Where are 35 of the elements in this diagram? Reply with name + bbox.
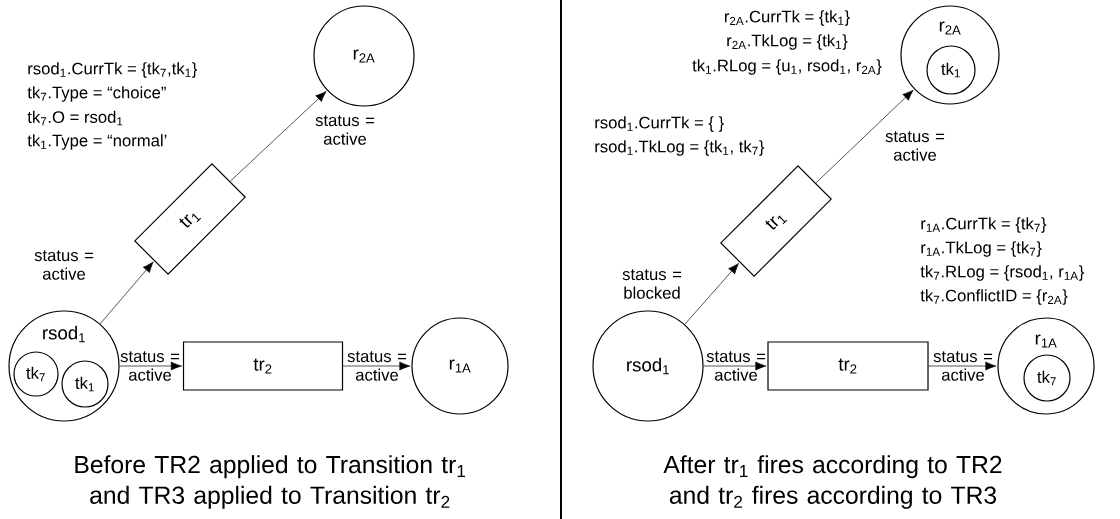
annotation-text: rsod$_{1}$.CurrTk = { }: [595, 116, 724, 132]
transition-box: tr$_{2}$: [182, 341, 344, 391]
annotation-text: tk$_{1}$.RLog = {u$_{1}$, rsod$_{1}$, r$_{2A}$}: [692, 59, 882, 75]
arrow: [815, 89, 914, 184]
annotation-text: r$_{1A}$.TkLog = {tk$_{7}$}: [921, 241, 1042, 257]
transition-box: tr$_{2}$: [767, 341, 929, 391]
arrow: [703, 361, 767, 371]
arrow: [99, 261, 154, 325]
transition-box: tr$_{1}$: [720, 165, 832, 277]
annotation-text: tk$_{7}$.Type = “choice”: [27, 86, 166, 102]
edge-label: status = active: [34, 250, 94, 280]
arrow: [928, 361, 997, 371]
caption: Before TR2 applied to Transition tr$_{1}$ and TR3 applied to Transition tr$_{2}$: [75, 455, 466, 509]
arrow: [342, 361, 411, 371]
annotation-text: r$_{1A}$.CurrTk = {tk$_{7}$}: [921, 217, 1047, 233]
annotation-text: r$_{2A}$.TkLog = {tk$_{1}$}: [727, 34, 848, 50]
edge-label: status = active: [706, 351, 766, 381]
annotation-text: rsod$_{1}$.TkLog = {tk$_{1}$, tk$_{7}$}: [595, 140, 765, 156]
edge-label: status = blocked: [622, 269, 682, 299]
edge-label: status = active: [933, 351, 993, 381]
annotation-text: rsod$_{1}$.CurrTk = {tk$_{7}$,tk$_{1}$}: [28, 62, 198, 78]
transition-box: tr$_{1}$: [134, 163, 246, 275]
annotation-text: tk$_{7}$.RLog = {rsod$_{1}$, r$_{1A}$}: [920, 265, 1084, 281]
arrow: [684, 263, 739, 325]
arrow: [229, 91, 327, 182]
edge-label: status = active: [315, 115, 375, 145]
arrow: [119, 361, 182, 371]
annotation-text: tk$_{1}$.Type = “normal’: [27, 134, 167, 150]
annotation-text: r$_{2A}$.CurrTk = {tk$_{1}$}: [725, 10, 850, 26]
edge-label: status = active: [885, 131, 945, 161]
annotation-text: tk$_{7}$.ConflictID = {r$_{2A}$}: [920, 289, 1068, 305]
edge-label: status = active: [347, 351, 407, 381]
edge-label: status = active: [120, 351, 180, 381]
annotation-text: tk$_{7}$.O = rsod$_{1}$: [27, 110, 123, 126]
caption: After tr$_{1}$ fires according to TR2 and tr$_{2}$ fires according to TR3: [663, 455, 1002, 509]
